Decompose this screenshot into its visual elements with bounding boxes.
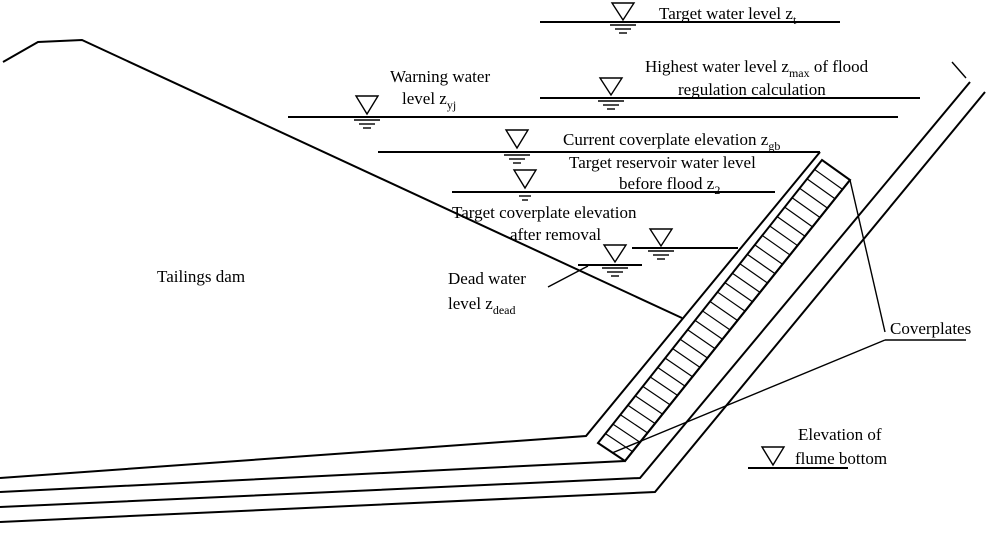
coverplate-hatching (605, 168, 843, 453)
coverplate-hatch-line (754, 244, 783, 265)
coverplate-hatch-line (672, 348, 701, 368)
water-level-symbol-dead (602, 244, 628, 277)
coverplate-hatch-line (746, 253, 776, 275)
water-level-symbol-current-coverplate (504, 129, 530, 164)
coverplate-hatch-line (627, 404, 656, 425)
flume-top-end (951, 61, 967, 79)
label-target-coverplate-line2: after removal (510, 225, 601, 244)
label-flume-bottom-line1: Elevation of (798, 425, 882, 444)
coverplate-hatch-line (784, 206, 813, 228)
label-target-water-level: Target water level zt (659, 4, 797, 27)
coverplate-hatch-line (724, 282, 753, 303)
coverplate-hatch-line (657, 367, 686, 387)
dam-slope-line (2, 38, 683, 319)
label-target-reservoir-line2: before flood z2 (619, 174, 720, 197)
coverplate-hatch-line (649, 376, 678, 396)
coverplates-leader-2 (611, 339, 886, 454)
label-warning-line2: level zyj (402, 89, 456, 112)
coverplate-hatch-line (620, 414, 648, 434)
label-tailings-dam: Tailings dam (157, 267, 245, 286)
coverplate-hatch-line (776, 216, 806, 237)
label-target-coverplate-line1: Target coverplate elevation (452, 203, 637, 222)
flume-line-1 (0, 151, 821, 479)
coverplate-hatch-line (739, 263, 768, 284)
coverplate-hatch-line (702, 310, 731, 331)
water-level-symbol-highest (598, 77, 624, 110)
label-highest-line1: Highest water level zmax of flood (645, 57, 869, 80)
coverplate-hatch-line (605, 433, 633, 453)
coverplate-hatch-line (806, 178, 836, 200)
water-level-symbol-target-coverplate (648, 228, 674, 260)
label-flume-bottom-line2: flume bottom (795, 449, 887, 468)
label-coverplates: Coverplates (890, 319, 971, 338)
coverplate-hatch-line (732, 272, 761, 293)
coverplate-hatch-line (814, 168, 843, 190)
coverplate-hatch-line (761, 234, 791, 256)
label-dead-line1: Dead water (448, 269, 526, 288)
coverplate-hatch-line (694, 319, 723, 340)
dead-level-leader (547, 265, 589, 288)
coverplate-hatch-line (679, 338, 708, 359)
water-level-symbol-target (610, 2, 636, 34)
coverplates-leader-1 (849, 179, 886, 333)
coverplate-hatch-line (664, 357, 693, 378)
flume-line-4 (0, 91, 986, 523)
flume-bottom-symbol (760, 446, 786, 467)
flume-line-3 (0, 81, 971, 508)
coverplate-hatch-line (687, 329, 716, 350)
coverplate-hatch-line (791, 197, 821, 218)
coverplate-hatch-line (612, 423, 641, 443)
coverplate-hatch-line (642, 385, 671, 406)
water-level-symbol-warning (354, 95, 380, 129)
coverplate-hatch-line (634, 395, 663, 415)
label-current-coverplate: Current coverplate elevation zgb (563, 130, 780, 153)
coverplate-hatch-line (799, 187, 828, 209)
coverplate-hatch-line (769, 225, 798, 247)
flume-line-2 (0, 179, 851, 493)
label-target-reservoir-line1: Target reservoir water level (569, 153, 756, 172)
label-dead-line2: level zdead (448, 294, 516, 317)
label-warning-line1: Warning water (390, 67, 490, 86)
water-level-symbol-target-reservoir (512, 169, 538, 201)
label-highest-line2: regulation calculation (678, 80, 826, 99)
coverplate-hatch-line (717, 291, 746, 312)
coverplate-hatch-line (709, 301, 738, 321)
